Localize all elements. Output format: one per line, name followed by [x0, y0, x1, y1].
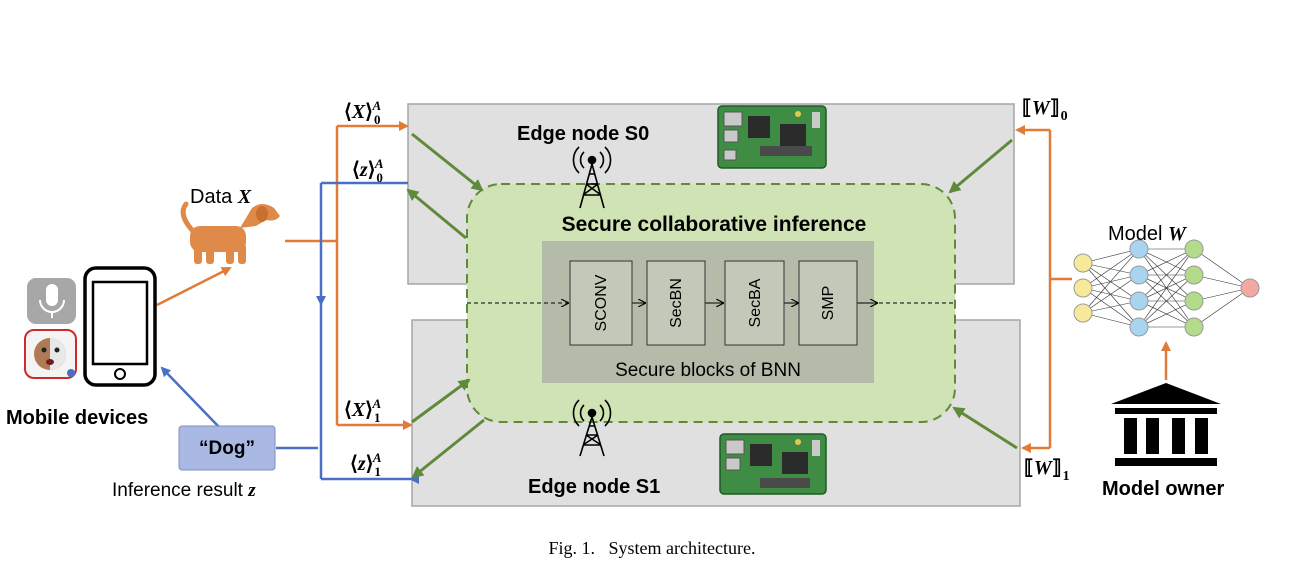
- dog-icon: [180, 201, 280, 264]
- nn-connection: [1082, 248, 1140, 314]
- share-z0-label: ⟨z⟩0A: [352, 156, 384, 185]
- secure-blocks-label: Secure blocks of BNN: [615, 360, 801, 381]
- nn-connection: [1138, 300, 1195, 328]
- figure-caption: Fig. 1. System architecture.: [549, 538, 756, 558]
- svg-text:SMP: SMP: [820, 286, 837, 321]
- nn-connection: [1082, 262, 1140, 328]
- inference-result-label: Inference result z: [112, 480, 256, 501]
- block-smp: SMP: [798, 260, 858, 346]
- edge-node-s0-label: Edge node S0: [517, 123, 649, 145]
- orange-data-arrows: [156, 121, 1171, 453]
- block-secba: SecBA: [724, 260, 785, 346]
- siri-app-icon: [27, 278, 76, 324]
- green-arrows: [406, 132, 1018, 479]
- share-w1-label: ⟦W⟧1: [1024, 457, 1070, 484]
- nn-connection: [1082, 262, 1140, 302]
- antenna-s1-icon: [572, 399, 612, 457]
- share-z1-label: ⟨z⟩1A: [350, 450, 382, 479]
- nn-connection: [1082, 312, 1140, 328]
- mobile-devices-label: Mobile devices: [6, 407, 148, 429]
- nn-connection: [1138, 248, 1195, 302]
- nn-connection: [1193, 248, 1251, 289]
- nn-connection: [1138, 248, 1195, 328]
- share-x1-label: ⟨X⟩1A: [344, 396, 381, 425]
- svg-text:SecBN: SecBN: [668, 278, 685, 328]
- nn-connection: [1082, 300, 1140, 314]
- inference-result-box: [178, 425, 276, 471]
- nn-connection: [1082, 248, 1140, 289]
- svg-text:SCONV: SCONV: [593, 274, 610, 331]
- nn-connection: [1082, 287, 1140, 328]
- neural-network-nodes: [1073, 239, 1260, 337]
- block-sconv: SCONV: [569, 260, 633, 346]
- model-w-label: Model W: [1108, 223, 1187, 245]
- nn-connection: [1082, 262, 1140, 276]
- secure-inference-title: Secure collaborative inference: [562, 213, 867, 236]
- nn-connection: [1193, 287, 1251, 302]
- neural-network-icon: [1082, 248, 1251, 328]
- data-x-label: Data X: [190, 186, 252, 208]
- circuit-board-s0-icon: [717, 105, 827, 169]
- inference-result-value: “Dog”: [199, 438, 255, 459]
- circuit-board-s1-icon: [719, 433, 827, 495]
- model-owner-building-icon: [1111, 383, 1221, 466]
- svg-text:SecBA: SecBA: [747, 278, 764, 327]
- share-w0-label: ⟦W⟧0: [1022, 97, 1068, 124]
- face-app-icon: [24, 329, 77, 379]
- share-x0-label: ⟨X⟩0A: [344, 98, 381, 127]
- nn-connection: [1082, 274, 1140, 289]
- edge-node-s1-label: Edge node S1: [528, 476, 660, 498]
- nn-connection: [1193, 274, 1251, 289]
- blue-result-arrows: [160, 181, 419, 484]
- nn-connection: [1082, 248, 1140, 264]
- nn-connection: [1082, 287, 1140, 302]
- nn-connection: [1138, 248, 1195, 276]
- nn-connection: [1138, 274, 1195, 328]
- antenna-s0-icon: [572, 146, 612, 209]
- nn-connection: [1193, 287, 1251, 328]
- block-secbn: SecBN: [646, 260, 706, 346]
- nn-connection: [1082, 274, 1140, 314]
- model-owner-label: Model owner: [1102, 478, 1224, 500]
- smartphone-icon: [83, 266, 157, 387]
